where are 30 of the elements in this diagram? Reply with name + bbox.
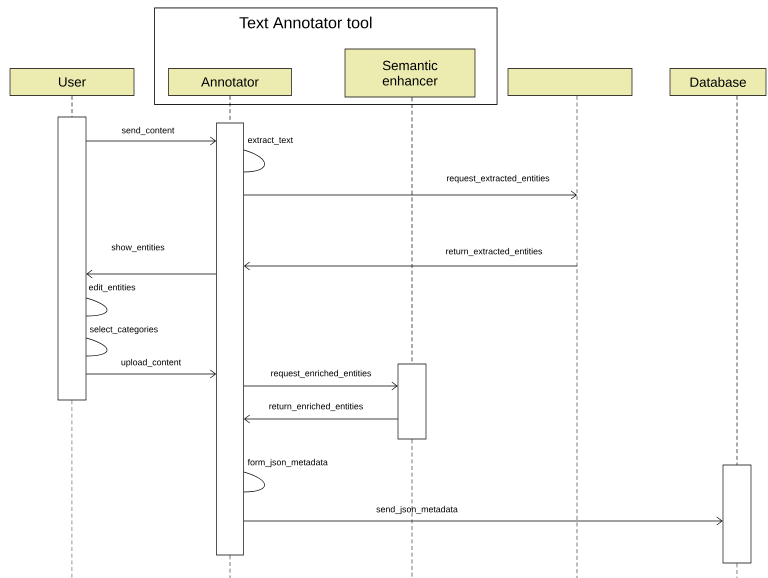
participant-box: User (10, 68, 134, 96)
participant-box: Annotator (168, 68, 292, 96)
edge-label: upload_content (121, 358, 182, 368)
lifeline (736, 96, 738, 465)
edge-label: request_enriched_entities (271, 370, 372, 378)
edge-label: send_content (122, 126, 174, 136)
activation-bar (398, 364, 426, 440)
message-arrow (86, 270, 216, 278)
edge-label: edit_entities (88, 284, 136, 292)
participant-box: Semantic enhancer (344, 48, 476, 98)
message-arrow (244, 516, 723, 526)
message-arrow (86, 136, 216, 146)
message-arrow (86, 370, 216, 378)
activation-bar (216, 122, 244, 556)
edge-label: select_categories (90, 326, 158, 334)
message-arrow (244, 262, 578, 270)
participant-box (508, 68, 632, 96)
message-arrow (244, 382, 398, 390)
participant-box: Database (670, 68, 766, 96)
edge-label: show_entities (112, 244, 164, 252)
activation-bar (722, 464, 752, 564)
activation-bar (58, 116, 86, 400)
message-arrow (244, 414, 398, 424)
edge-label: return_enriched_entities (269, 402, 363, 412)
edge-label: request_extracted_entities (446, 174, 550, 184)
edge-label: form_json_metadata (248, 458, 328, 468)
message-arrow (244, 190, 577, 200)
edge-label: extract_text (248, 137, 294, 145)
edge-label: return_extracted_entities (446, 248, 542, 256)
edge-label: send_json_metadata (376, 506, 458, 514)
